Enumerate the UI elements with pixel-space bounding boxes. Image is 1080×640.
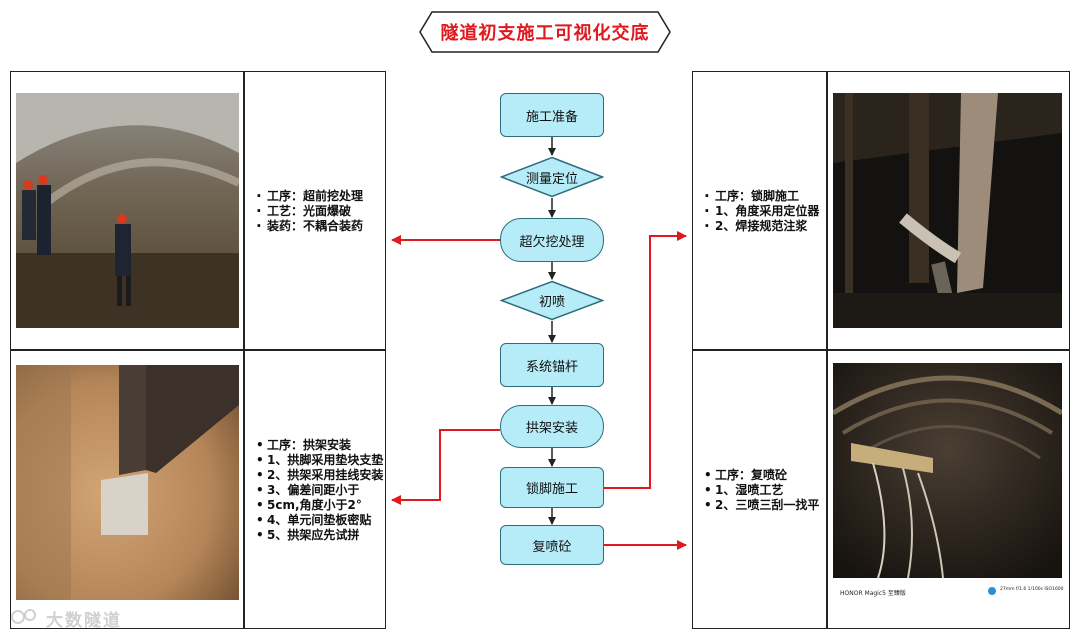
flow-step-preparation: 施工准备 bbox=[500, 93, 604, 137]
card-top-right-bullets: 工序：锁脚施工 1、角度采用定位器 2、焊接规范注浆 bbox=[704, 189, 824, 234]
bullet-item: 工序：复喷砼 bbox=[704, 468, 824, 483]
bullet-item: 1、湿喷工艺 bbox=[704, 483, 824, 498]
photo-foot-lock bbox=[833, 93, 1062, 328]
watermark-text: 大数隧道 bbox=[46, 611, 122, 631]
bullet-item: 1、拱脚采用垫块支垫 bbox=[256, 453, 384, 468]
card-bottom-left-bullets: 工序：拱架安装 1、拱脚采用垫块支垫 2、拱架采用挂线安装 3、偏差间距小于 5… bbox=[256, 438, 384, 543]
right-panel-divider-v bbox=[826, 71, 828, 629]
bullet-item: 1、角度采用定位器 bbox=[704, 204, 824, 219]
card-bottom-right-bullets: 工序：复喷砼 1、湿喷工艺 2、三喷三刮一找平 bbox=[704, 468, 824, 513]
flow-step-initial-spray: 初喷 bbox=[500, 280, 604, 321]
flow-step-arch-install: 拱架安装 bbox=[500, 405, 604, 448]
right-panel-divider-h bbox=[692, 349, 1070, 351]
flow-step-label: 测量定位 bbox=[525, 171, 578, 187]
flow-step-foot-lock: 锁脚施工 bbox=[500, 467, 604, 508]
bullet-item: 4、单元间垫板密贴 bbox=[256, 513, 384, 528]
bullet-item: 工艺：光面爆破 bbox=[256, 204, 381, 219]
device-logo-icon bbox=[988, 587, 996, 595]
flow-step-survey: 测量定位 bbox=[500, 156, 604, 198]
bullet-item: 工序：拱架安装 bbox=[256, 438, 384, 453]
card-top-left-bullets: 工序：超前挖处理 工艺：光面爆破 装药：不耦合装药 bbox=[256, 189, 381, 234]
flow-step-label: 超欠挖处理 bbox=[519, 234, 585, 250]
flow-step-overbreak: 超欠挖处理 bbox=[500, 218, 604, 262]
link-arrow-footlock bbox=[604, 231, 687, 489]
flow-step-label: 施工准备 bbox=[525, 109, 578, 125]
bullet-item: 装药：不耦合装药 bbox=[256, 219, 381, 234]
flow-step-label: 系统锚杆 bbox=[525, 359, 578, 375]
title-banner: 隧道初支施工可视化交底 bbox=[418, 10, 672, 54]
bullet-continuation: 5cm,角度小于2° bbox=[256, 498, 384, 513]
bullet-item: 工序：超前挖处理 bbox=[256, 189, 381, 204]
bullet-item: 2、三喷三刮一找平 bbox=[704, 498, 824, 513]
flow-step-label: 锁脚施工 bbox=[525, 482, 578, 497]
bullet-item: 2、拱架采用挂线安装 bbox=[256, 468, 384, 483]
photo-overbreak-treatment bbox=[16, 93, 239, 328]
flow-step-reshotcrete: 复喷砼 bbox=[500, 525, 604, 565]
flow-step-label: 复喷砼 bbox=[532, 539, 572, 555]
title-banner-frame bbox=[419, 11, 671, 53]
bullet-item: 2、焊接规范注浆 bbox=[704, 219, 824, 234]
flow-step-label: 初喷 bbox=[538, 295, 565, 310]
left-panel-divider-v bbox=[243, 71, 245, 629]
flow-step-label: 拱架安装 bbox=[525, 421, 578, 436]
photo-arch-installation bbox=[16, 365, 239, 600]
link-arrow-arch bbox=[391, 429, 500, 505]
watermark-logo-icon bbox=[11, 609, 36, 624]
photo-caption-meta: 27mm f/1.6 1/100s ISO1600 bbox=[1000, 587, 1064, 592]
photo-caption-device: HONOR Magic5 至臻版 bbox=[840, 590, 906, 597]
photo-shotcrete bbox=[833, 363, 1062, 578]
flow-step-anchor-bolt: 系统锚杆 bbox=[500, 343, 604, 387]
bullet-item: 3、偏差间距小于 bbox=[256, 483, 384, 498]
bullet-item: 5、拱架应先试拼 bbox=[256, 528, 384, 543]
bullet-item: 工序：锁脚施工 bbox=[704, 189, 824, 204]
left-panel-divider-h bbox=[10, 349, 386, 351]
page-title: 隧道初支施工可视化交底 bbox=[440, 23, 650, 44]
